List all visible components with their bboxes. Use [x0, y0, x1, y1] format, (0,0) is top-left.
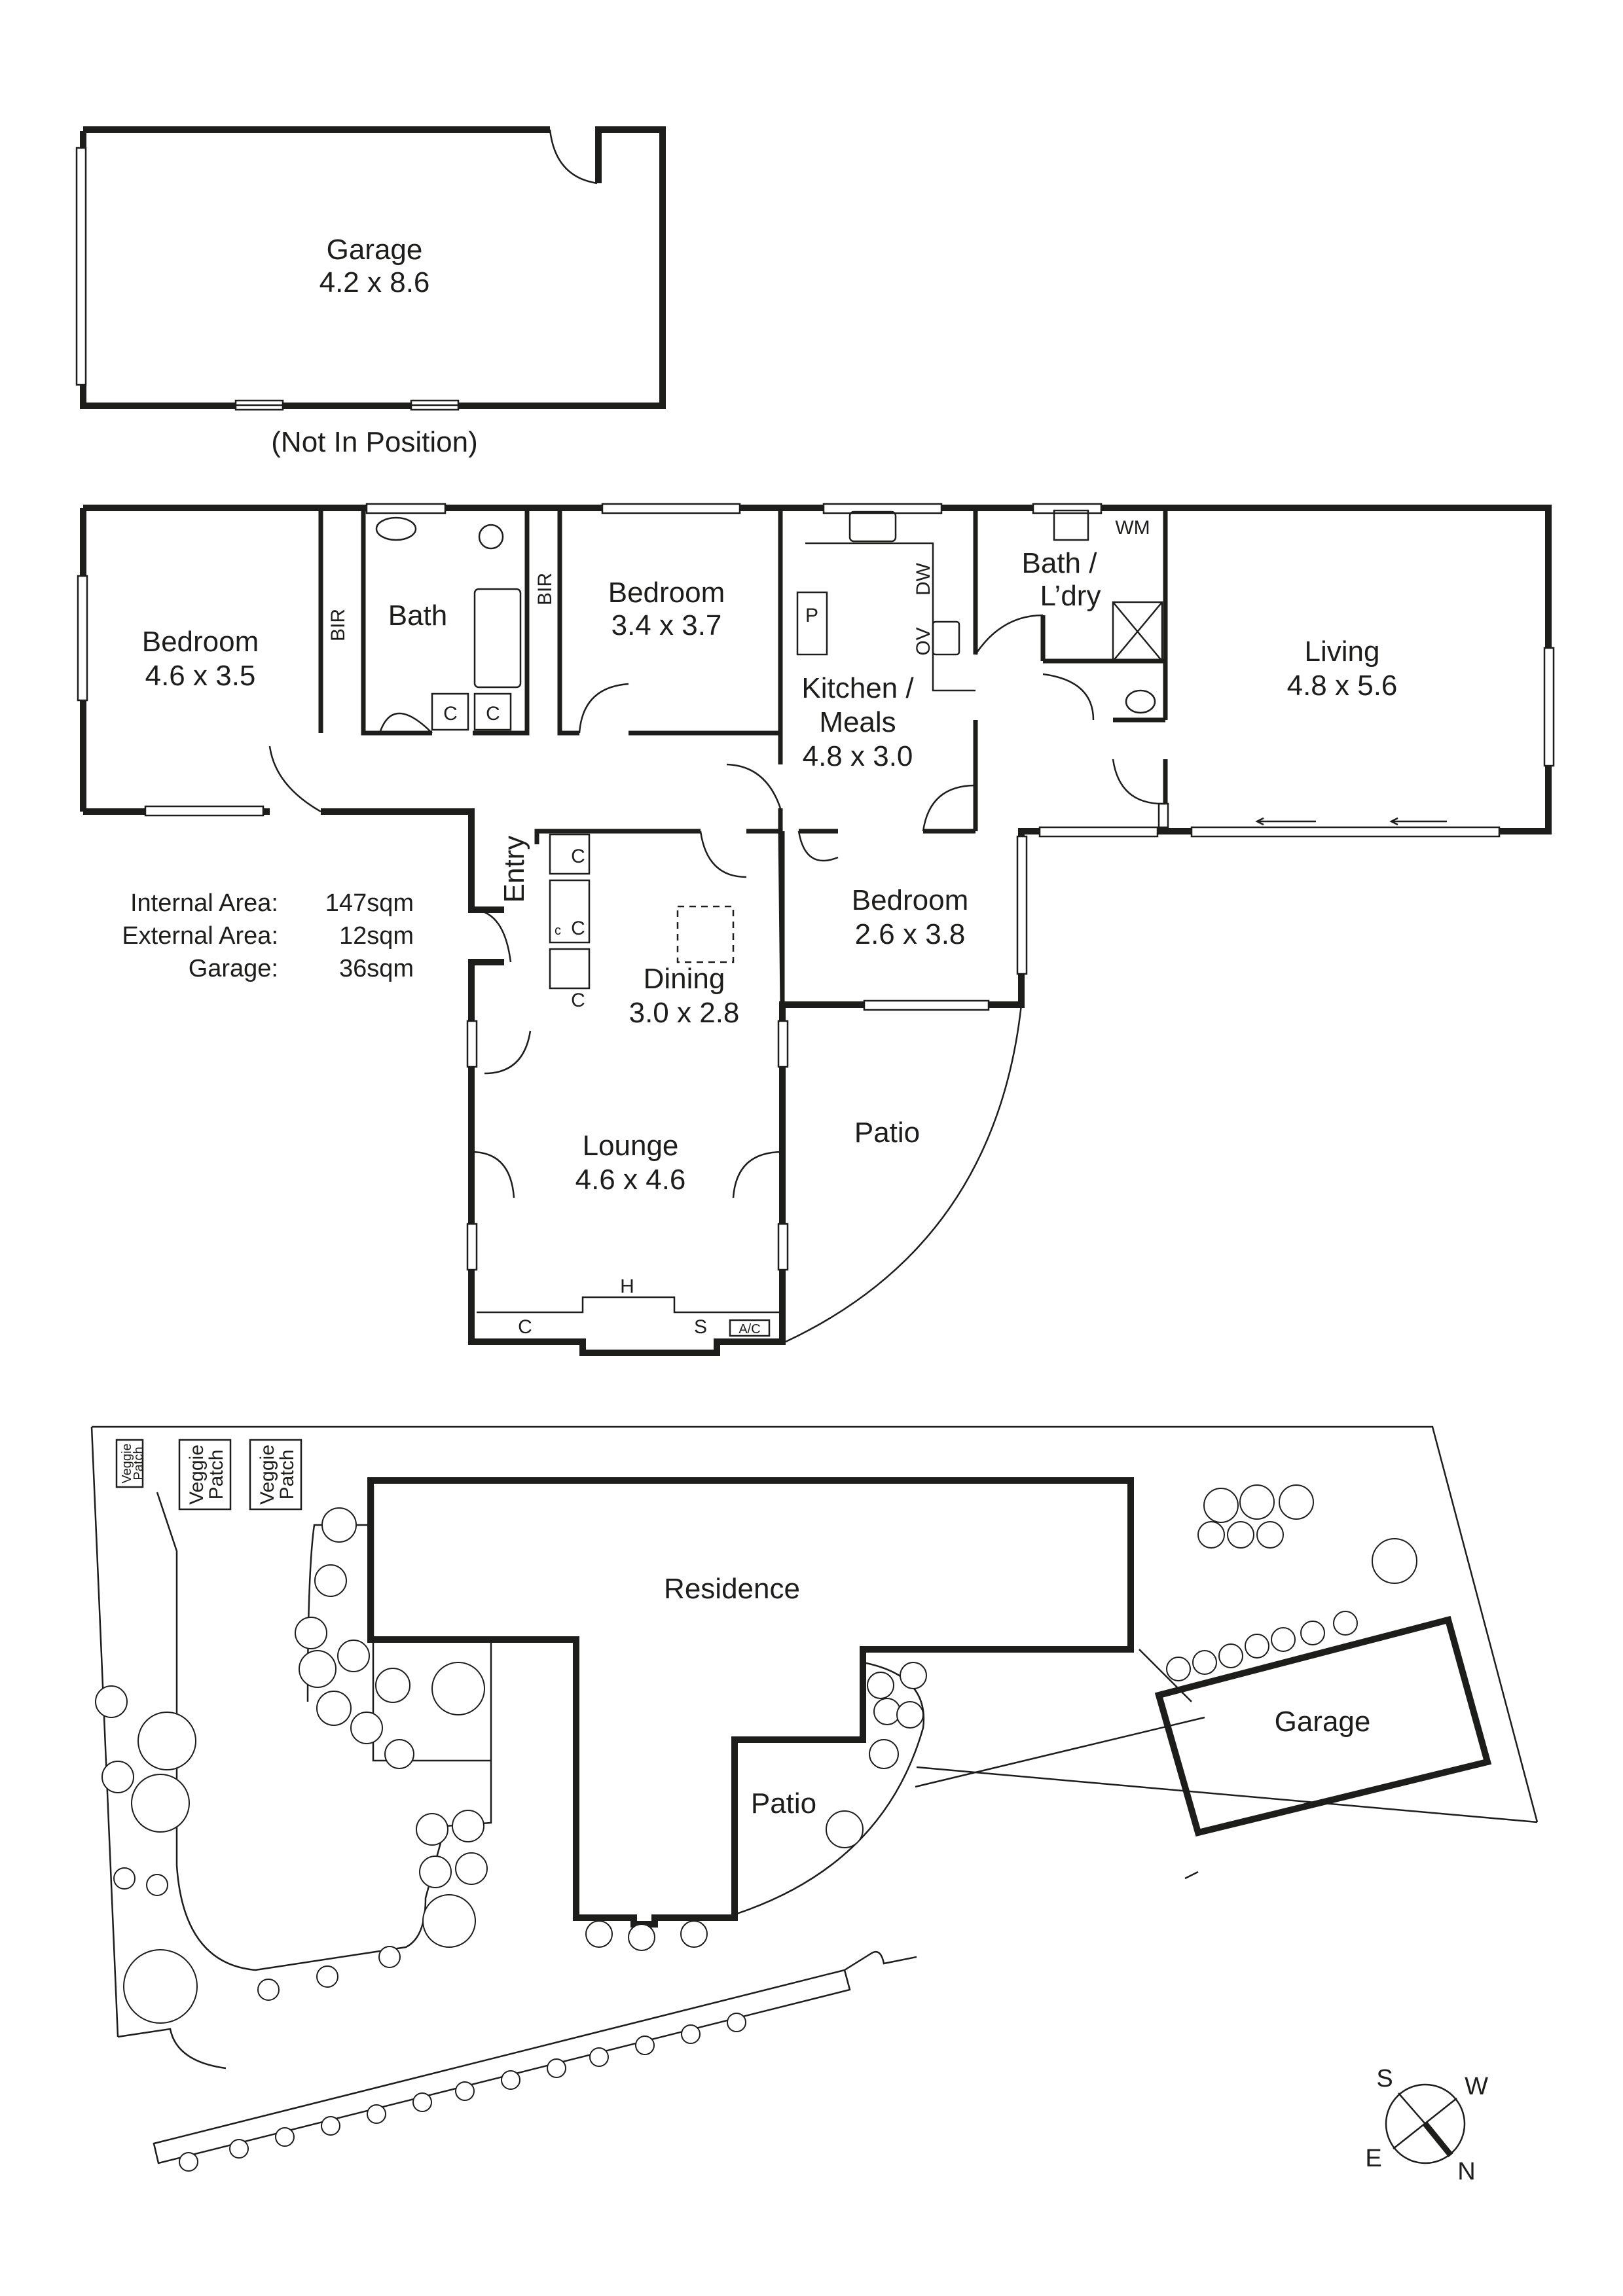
veggie-patch-3-line1: Veggie — [257, 1444, 278, 1505]
cupboard-label: C — [571, 846, 585, 867]
cupboard-label: C — [571, 990, 585, 1011]
room-name-bedroom-1: Bedroom — [142, 626, 259, 658]
veggie-patch-2-line2: Patch — [206, 1450, 227, 1500]
internal-area-label: Internal Area: — [130, 889, 278, 917]
room-dims-living: 4.8 x 5.6 — [1287, 670, 1398, 702]
room-name-laundry: L’dry — [1040, 580, 1101, 612]
external-area-label: External Area: — [122, 922, 278, 950]
site-residence-label: Residence — [664, 1573, 800, 1605]
room-name-lounge: Lounge — [583, 1130, 679, 1162]
site-plan: Veggie Patch Veggie Patch Veggie Patch R… — [90, 1426, 1539, 2172]
compass-rose: S W E N — [1365, 2065, 1488, 2185]
bir-label-1: BIR — [327, 609, 349, 641]
compass-east: E — [1365, 2145, 1381, 2172]
heater-label: H — [620, 1276, 634, 1297]
room-name-meals: Meals — [819, 706, 896, 738]
cupboard-label: C — [571, 918, 585, 939]
garage-note: (Not In Position) — [271, 426, 477, 458]
room-name-kitchen: Kitchen / — [801, 672, 914, 704]
veggie-patch-3-line2: Patch — [276, 1450, 298, 1500]
site-patio-label: Patio — [751, 1787, 816, 1820]
detached-garage-plan: Garage 4.2 x 8.6 (Not In Position) — [75, 126, 666, 458]
room-dims-bedroom-2: 3.4 x 3.7 — [611, 609, 722, 641]
cupboard-label: C — [486, 703, 500, 725]
internal-area-value: 147sqm — [325, 889, 414, 917]
garage-dims: 4.2 x 8.6 — [319, 266, 430, 298]
dishwasher-label: DW — [913, 562, 934, 596]
room-dims-kitchen: 4.8 x 3.0 — [803, 740, 913, 772]
site-garage-label: Garage — [1275, 1706, 1371, 1738]
compass-north: N — [1457, 2158, 1475, 2185]
veggie-patch-2-line1: Veggie — [186, 1444, 208, 1505]
room-name-dining: Dining — [644, 963, 725, 995]
shelves-label: S — [694, 1316, 707, 1338]
room-name-bedroom-2: Bedroom — [608, 577, 725, 609]
area-summary: Internal Area: 147sqm External Area: 12s… — [122, 889, 414, 982]
room-name-bath: Bath — [388, 600, 448, 632]
cupboard-small-label: c — [555, 924, 561, 938]
cupboard-label: C — [443, 703, 458, 725]
garage-title: Garage — [327, 234, 423, 266]
room-name-patio: Patio — [854, 1117, 920, 1149]
room-name-bath-laundry: Bath / — [1022, 547, 1098, 579]
trees — [95, 1484, 1417, 2172]
compass-west: W — [1465, 2073, 1488, 2100]
room-dims-bedroom-3: 2.6 x 3.8 — [855, 918, 966, 950]
room-name-living: Living — [1305, 636, 1380, 668]
room-dims-dining: 3.0 x 2.8 — [629, 997, 740, 1029]
room-dims-bedroom-1: 4.6 x 3.5 — [145, 660, 256, 692]
bir-label-2: BIR — [534, 573, 556, 605]
external-area-value: 12sqm — [339, 922, 414, 950]
cupboard-label: C — [518, 1316, 532, 1338]
room-name-entry: Entry — [498, 836, 530, 903]
washing-machine-label: WM — [1115, 517, 1150, 539]
veggie-patch-1-line2: Patch — [132, 1446, 146, 1480]
pantry-label: P — [805, 605, 818, 626]
air-con-label: A/C — [739, 1322, 760, 1336]
oven-label: OV — [913, 627, 934, 655]
garage-area-label: Garage: — [189, 955, 278, 982]
room-name-bedroom-3: Bedroom — [852, 884, 969, 916]
compass-south: S — [1376, 2065, 1393, 2092]
house-plan: Bedroom 4.6 x 3.5 Bath Bedroom 3.4 x 3.7… — [77, 503, 1555, 1356]
room-dims-lounge: 4.6 x 4.6 — [575, 1164, 686, 1196]
veggie-patch-1-line1: Veggie — [120, 1443, 134, 1483]
garage-area-value: 36sqm — [339, 955, 414, 982]
